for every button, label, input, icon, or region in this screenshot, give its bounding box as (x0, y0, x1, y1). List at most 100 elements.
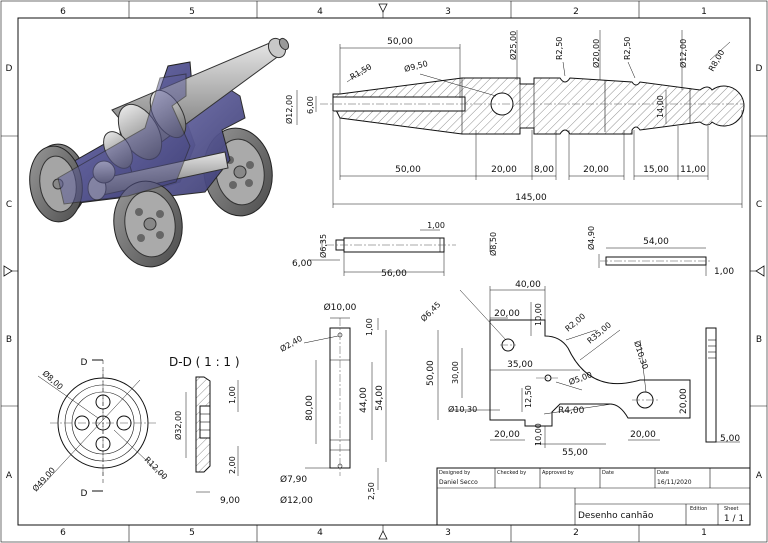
drawing-title: Desenho canhão (578, 511, 654, 521)
barrel-radius-dimension: R8,00 (707, 48, 726, 73)
plate-radius-dimension: R35,00 (586, 320, 614, 345)
zone-col-label: 1 (701, 528, 707, 538)
sheet-number: 1 / 1 (724, 514, 744, 524)
zone-col-label: 2 (573, 7, 579, 17)
plate-hole-diameter: Ø10,30 (448, 404, 477, 414)
section-width-dimension: 9,00 (220, 496, 240, 506)
wheel-hole-diameter: Ø8,00 (41, 368, 66, 392)
barrel-length-dimension: 11,00 (680, 165, 706, 175)
side-plate-view (437, 286, 691, 448)
zone-row-label: A (6, 471, 13, 481)
zone-col-label: 5 (189, 7, 195, 17)
edition-label: Edition (690, 506, 707, 512)
checked-by-label: Checked by (497, 470, 526, 476)
plate-length-dimension: 20,00 (494, 309, 520, 319)
barrel-radius-dimension: R1,50 (349, 62, 374, 81)
barrel-diameter-dimension: Ø12,00 (678, 39, 688, 68)
section-marker-label: D (81, 489, 88, 499)
barrel-total-length: 145,00 (515, 193, 547, 203)
zone-col-label: 4 (317, 7, 323, 17)
barrel-diameter-dimension: Ø25,00 (508, 31, 518, 60)
pin-diameter-dimension: Ø4,90 (586, 226, 596, 250)
zone-col-label: 6 (60, 528, 66, 538)
axle-length-dimension: 56,00 (381, 269, 407, 279)
barrel-length-dimension: 50,00 (387, 37, 413, 47)
axle-length-dimension: 1,00 (427, 221, 445, 230)
axle-view (308, 229, 491, 276)
wheel-front-view (37, 359, 166, 492)
axle-diameter-dimension: Ø8,50 (488, 232, 498, 256)
drawing-date: 16/11/2020 (657, 479, 692, 486)
barrel-length-dimension: 20,00 (491, 165, 517, 175)
axle-length-dimension: 6,00 (292, 259, 312, 269)
barrel-bore-dimension: Ø9,50 (403, 58, 429, 74)
plate-radius-dimension: R4,00 (558, 406, 585, 416)
plate-hole-diameter: Ø10,30 (632, 340, 651, 371)
wheel-outer-diameter: Ø49,00 (30, 465, 57, 493)
shaft-length-dimension: 54,00 (375, 385, 385, 411)
section-length-dimension: 2,00 (228, 456, 237, 474)
barrel-length-dimension: 15,00 (643, 165, 669, 175)
section-length-dimension: 1,00 (228, 386, 237, 404)
designer-name: Daniel Secco (439, 479, 478, 486)
plate-height-dimension: 30,00 (451, 361, 460, 384)
shaft-diameter-dimension: Ø12,00 (280, 495, 313, 506)
cannon-isometric-view (29, 37, 290, 268)
shaft-length-dimension: 2,50 (367, 482, 376, 500)
title-block (436, 467, 751, 526)
plate-length-dimension: 10,00 (534, 303, 543, 326)
zone-row-label: C (756, 200, 762, 210)
section-title: D-D ( 1 : 1 ) (169, 355, 240, 369)
date-label: Date (602, 470, 614, 476)
pin-view (598, 247, 712, 276)
plate-height-dimension: 12,50 (524, 385, 533, 408)
wheel-section-view (185, 376, 239, 493)
barrel-diameter-dimension: Ø20,00 (591, 39, 601, 68)
date-label: Date (657, 470, 669, 476)
plate-height-dimension: 20,00 (679, 388, 689, 414)
section-diameter-dimension: Ø32,00 (173, 411, 183, 440)
wheel-radius-dimension: R12,00 (143, 455, 169, 481)
shaft-hole-diameter: Ø2,40 (278, 333, 304, 354)
plate-length-dimension: 40,00 (515, 280, 541, 290)
plate-length-dimension: 20,00 (494, 430, 520, 440)
approved-by-label: Approved by (542, 470, 574, 476)
barrel-diameter-dimension: Ø12,00 (284, 95, 294, 124)
barrel-radius-dimension: R2,50 (555, 37, 564, 60)
zone-col-label: 5 (189, 528, 195, 538)
shaft-length-dimension: 1,00 (365, 318, 374, 336)
zone-row-label: C (6, 200, 12, 210)
zone-row-label: A (756, 471, 763, 481)
plate-length-dimension: 55,00 (562, 448, 588, 458)
barrel-length-dimension: 8,00 (534, 165, 554, 175)
inner-frame (17, 17, 751, 526)
barrel-diameter-dimension: 14,00 (656, 95, 665, 118)
plate-height-dimension: 50,00 (426, 360, 436, 386)
pin-length-dimension: 1,00 (714, 267, 734, 277)
zone-col-label: 3 (445, 7, 451, 17)
shaft-diameter-dimension: Ø10,00 (324, 302, 357, 313)
zone-col-label: 1 (701, 7, 707, 17)
zone-col-label: 6 (60, 7, 66, 17)
pin-length-dimension: 54,00 (643, 237, 669, 247)
section-marker-label: D (81, 358, 88, 368)
zone-row-label: D (6, 64, 13, 74)
shaft-diameter-dimension: Ø7,90 (280, 474, 307, 485)
zone-col-label: 3 (445, 528, 451, 538)
zone-col-label: 4 (317, 528, 323, 538)
zone-col-label: 2 (573, 528, 579, 538)
zone-row-label: D (756, 64, 763, 74)
plate-hole-diameter: Ø5,00 (567, 369, 593, 387)
plate-thickness-dimension: 5,00 (720, 434, 740, 444)
barrel-diameter-dimension: 6,00 (306, 96, 315, 114)
shaft-length-dimension: 44,00 (359, 387, 369, 413)
plate-length-dimension: 20,00 (630, 430, 656, 440)
barrel-length-dimension: 50,00 (395, 165, 421, 175)
barrel-length-dimension: 20,00 (583, 165, 609, 175)
barrel-section-view (296, 30, 745, 208)
zone-row-label: B (756, 335, 762, 345)
shaft-length-dimension: 80,00 (305, 395, 315, 421)
